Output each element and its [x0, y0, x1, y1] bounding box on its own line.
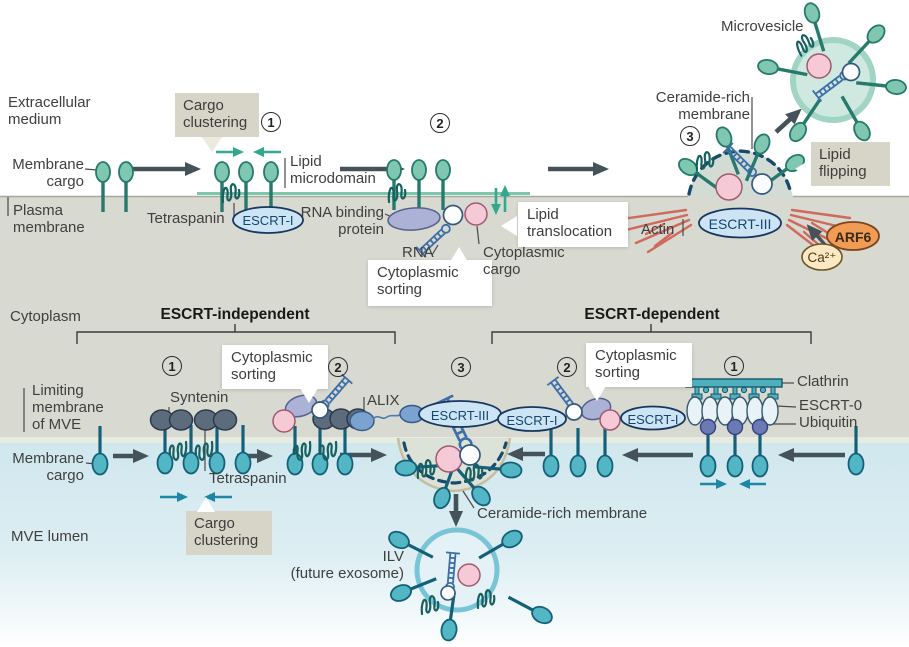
cytoplasmic-sorting-left-box: Cytoplasmic sorting	[222, 345, 328, 389]
step-1-bottom-left: 1	[162, 356, 182, 376]
cargo-clustering-top-pointer	[202, 137, 222, 152]
rna-binding-protein-label: RNA binding protein	[300, 204, 384, 238]
flow-arrows	[113, 108, 845, 527]
ceramide-rich-top-label: Ceramide-rich membrane	[655, 89, 750, 123]
microvesicle-graphic	[755, 0, 909, 146]
extracellular-medium-label: Extracellular medium	[8, 94, 91, 128]
escrt3-mid-oval-label: ESCRT-III	[430, 408, 490, 423]
pathway-brackets	[76, 324, 812, 344]
step-2-bottom-left: 2	[328, 357, 348, 377]
escrt0-label: ESCRT-0	[799, 397, 863, 414]
clustering-arrows	[160, 147, 766, 502]
cytoplasm-label: Cytoplasm	[10, 308, 81, 325]
actin-label: Actin	[641, 221, 675, 238]
ca2-oval-label: Ca²⁺	[807, 250, 837, 265]
ubiquitin-label: Ubiquitin	[799, 414, 858, 431]
ilv-label: ILV (future exosome)	[290, 548, 404, 582]
cytoplasmic-sorting-top-pointer	[450, 247, 468, 262]
tetraspanin-bottom-label: Tetraspanin	[209, 470, 287, 487]
rna-sorting-complex-bottom-right	[546, 375, 621, 431]
step-2-bottom-right: 2	[557, 357, 577, 377]
ubiquitin-circles	[699, 418, 769, 436]
ceramide-rich-bottom-label: Ceramide-rich membrane	[477, 505, 648, 522]
limiting-membrane-label: Limiting membrane of MVE	[32, 382, 104, 433]
escrt1-top-oval-label: ESCRT-I	[242, 213, 294, 228]
step-3-bottom: 3	[451, 357, 471, 377]
syntenin-label: Syntenin	[170, 389, 229, 406]
lipid-translocation-pointer	[501, 216, 517, 236]
step-2-top: 2	[430, 113, 450, 133]
alix-complex	[349, 404, 425, 432]
membrane-cargo-bottom-label: Membrane cargo	[12, 450, 84, 484]
rna-sorting-complex-top	[387, 202, 488, 259]
escrt-dependent-heading: ESCRT-dependent	[584, 306, 720, 323]
cytoplasmic-sorting-right-pointer	[588, 386, 606, 401]
step-3-top: 3	[680, 126, 700, 146]
cytoplasmic-cargo-label: Cytoplasmic cargo	[483, 244, 565, 278]
clathrin-label: Clathrin	[797, 373, 849, 390]
microvesicle-bud-contents	[695, 142, 773, 201]
lipid-flipping-pointer	[795, 159, 811, 179]
escrt3-top-oval-label: ESCRT-III	[708, 216, 772, 232]
cytoplasmic-sorting-left-pointer	[300, 388, 318, 403]
cargo-clustering-top-box: Cargo clustering	[175, 93, 259, 137]
ilv-bud-contents	[433, 394, 481, 473]
membrane-cargo-top-label: Membrane cargo	[12, 156, 84, 190]
lipid-flipping-box: Lipid flipping	[811, 142, 890, 186]
alix-label: ALIX	[367, 392, 400, 409]
escrt-ovals	[232, 206, 782, 432]
cargo-clustering-bottom-box: Cargo clustering	[186, 511, 272, 555]
ilv-graphic	[384, 525, 557, 644]
plasma-membrane-label: Plasma membrane	[13, 202, 85, 236]
mve-lumen-label: MVE lumen	[11, 528, 89, 545]
lipid-translocation-box: Lipid translocation	[518, 202, 628, 247]
escrt0-ovals	[686, 396, 779, 426]
escrt-independent-heading: ESCRT-independent	[160, 306, 310, 323]
clathrin-complex	[685, 378, 783, 436]
arf6-ca-ovals	[801, 221, 880, 271]
escrt1-mid-left-oval-label: ESCRT-I	[506, 413, 558, 428]
arf6-oval-label: ARF6	[834, 229, 872, 245]
cytoplasmic-sorting-top-box: Cytoplasmic sorting	[368, 260, 492, 306]
lipid-microdomain-label: Lipid microdomain	[290, 153, 376, 187]
cargo-clustering-bottom-pointer	[197, 497, 215, 512]
cytoplasmic-sorting-right-box: Cytoplasmic sorting	[586, 343, 692, 387]
step-1-bottom-right: 1	[724, 356, 744, 376]
microvesicle-label: Microvesicle	[721, 18, 804, 35]
escrt1-mid-right-oval-label: ESCRT-I	[627, 412, 679, 427]
tetraspanin-top-label: Tetraspanin	[147, 210, 225, 227]
rna-label: RNA	[402, 244, 434, 261]
step-1-top: 1	[261, 112, 281, 132]
